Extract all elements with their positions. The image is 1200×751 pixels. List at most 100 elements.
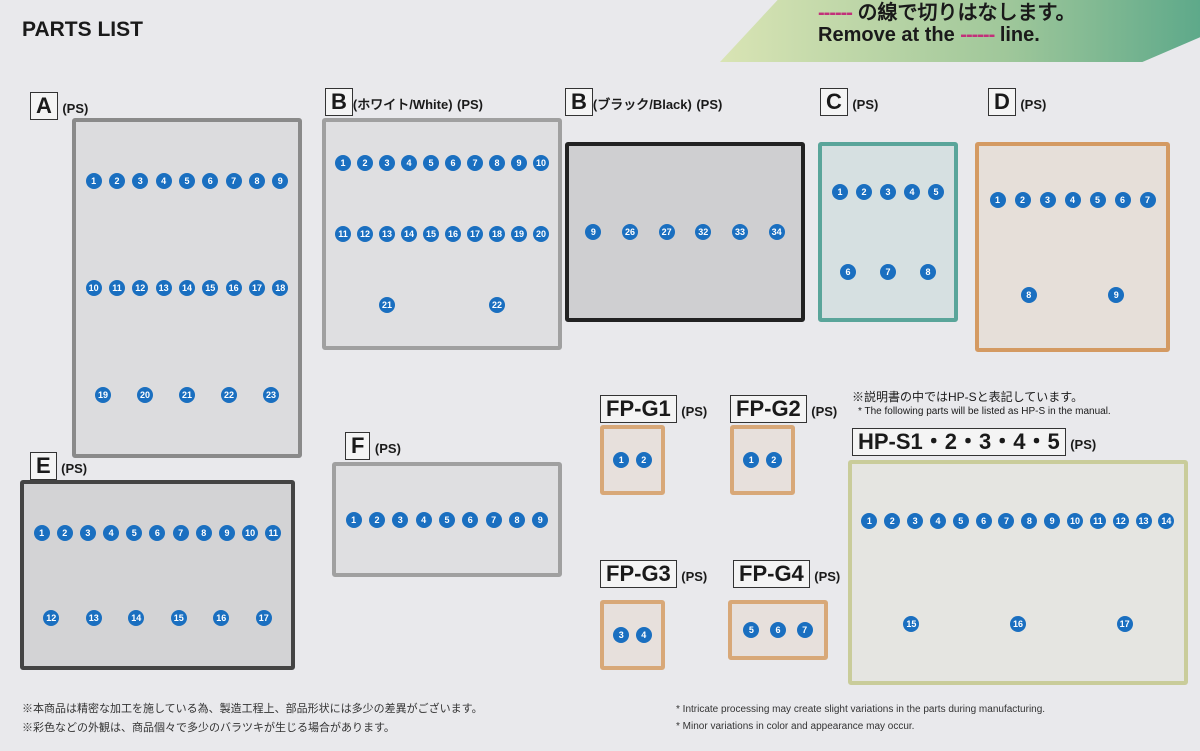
part-number: 13 bbox=[1135, 513, 1152, 530]
part-number: 4 bbox=[401, 155, 417, 172]
part-number: 1 bbox=[335, 155, 351, 172]
part-number: 4 bbox=[103, 524, 120, 541]
part-number: 6 bbox=[840, 264, 856, 280]
part-number: 21 bbox=[179, 386, 195, 403]
material-label: (PS) bbox=[1070, 437, 1097, 452]
part-number: 3 bbox=[613, 627, 630, 643]
part-number: 1 bbox=[989, 191, 1006, 208]
part-number: 5 bbox=[743, 622, 760, 638]
part-number: 8 bbox=[1020, 286, 1037, 303]
footer-note-jp-1: ※本商品は精密な加工を施している為、製造工程上、部品形状には多少の差異がございま… bbox=[22, 703, 483, 715]
part-number: 2 bbox=[1014, 191, 1031, 208]
sprue-label-A: A (PS) bbox=[30, 92, 88, 120]
part-number: 2 bbox=[856, 184, 872, 200]
part-number: 1 bbox=[861, 513, 878, 530]
part-number: 7 bbox=[172, 524, 189, 541]
part-number: 16 bbox=[1009, 615, 1026, 632]
sprue-label-F: F (PS) bbox=[345, 432, 401, 460]
part-number: 2 bbox=[884, 513, 901, 530]
footer-note-en-1: * Intricate processing may create slight… bbox=[676, 704, 1046, 715]
part-number: 14 bbox=[401, 225, 417, 242]
part-number: 15 bbox=[423, 225, 439, 242]
sprue-letter: A bbox=[30, 92, 58, 120]
part-number: 32 bbox=[695, 224, 712, 240]
part-number: 8 bbox=[1021, 513, 1038, 530]
material-label: (PS) bbox=[457, 97, 483, 112]
part-number: 2 bbox=[368, 511, 385, 528]
material-label: (PS) bbox=[852, 97, 879, 112]
part-number: 7 bbox=[485, 511, 502, 528]
part-number: 17 bbox=[255, 609, 272, 626]
material-label: (PS) bbox=[374, 441, 401, 456]
sprue-label-D: D (PS) bbox=[988, 88, 1046, 116]
material-label: (PS) bbox=[814, 569, 841, 584]
sprue-label-FP-G4: FP-G4 (PS) bbox=[733, 560, 840, 588]
material-label: (PS) bbox=[62, 101, 89, 116]
part-number: 9 bbox=[272, 173, 289, 190]
part-number: 2 bbox=[635, 452, 652, 468]
part-number: 19 bbox=[95, 386, 111, 403]
part-number: 4 bbox=[635, 627, 652, 643]
part-number: 10 bbox=[1067, 513, 1084, 530]
part-number: 1 bbox=[832, 184, 848, 200]
part-number: 6 bbox=[202, 173, 219, 190]
part-number: 3 bbox=[132, 173, 149, 190]
sprue-color-label: (ブラック/Black) bbox=[592, 97, 692, 112]
part-number: 3 bbox=[880, 184, 896, 200]
part-number: 34 bbox=[768, 224, 785, 240]
material-label: (PS) bbox=[681, 404, 708, 419]
part-number: 5 bbox=[928, 184, 944, 200]
part-number: 2 bbox=[108, 173, 125, 190]
sprue-label-C: C (PS) bbox=[820, 88, 878, 116]
part-number: 13 bbox=[155, 279, 172, 296]
part-number: 9 bbox=[511, 155, 527, 172]
part-number: 17 bbox=[467, 225, 483, 242]
part-number: 14 bbox=[128, 609, 145, 626]
part-number: 14 bbox=[178, 279, 195, 296]
part-number: 6 bbox=[149, 524, 166, 541]
part-number: 7 bbox=[1139, 191, 1156, 208]
part-number: 1 bbox=[613, 452, 630, 468]
part-number: 16 bbox=[225, 279, 242, 296]
part-number: 6 bbox=[769, 622, 786, 638]
part-number: 16 bbox=[213, 609, 230, 626]
part-number: 14 bbox=[1158, 513, 1175, 530]
sprue-color-label: (ホワイト/White) bbox=[352, 97, 453, 112]
sprue-label-E: E (PS) bbox=[30, 452, 87, 480]
part-number: 9 bbox=[218, 524, 235, 541]
part-number: 3 bbox=[392, 511, 409, 528]
part-number: 13 bbox=[85, 609, 102, 626]
sprue-label-HP-S: HP-S1・2・3・4・5 (PS) bbox=[852, 428, 1096, 456]
part-number: 26 bbox=[621, 224, 638, 240]
part-number: 6 bbox=[975, 513, 992, 530]
part-number: 4 bbox=[904, 184, 920, 200]
part-number: 9 bbox=[1108, 286, 1125, 303]
sprue-letter: B bbox=[325, 88, 353, 116]
sprue-letter: FP-G3 bbox=[600, 560, 677, 588]
part-number: 11 bbox=[108, 279, 125, 296]
hps-note-en: * The following parts will be listed as … bbox=[858, 406, 1111, 417]
part-number: 6 bbox=[445, 155, 461, 172]
part-number: 12 bbox=[1112, 513, 1129, 530]
material-label: (PS) bbox=[1020, 97, 1047, 112]
part-number: 2 bbox=[56, 524, 73, 541]
part-number: 33 bbox=[731, 224, 748, 240]
part-number: 1 bbox=[743, 452, 760, 468]
part-number: 22 bbox=[221, 386, 237, 403]
cut-line-sample: ------ bbox=[818, 2, 853, 24]
part-number: 7 bbox=[998, 513, 1015, 530]
part-number: 8 bbox=[248, 173, 265, 190]
part-number: 20 bbox=[137, 386, 153, 403]
part-number: 9 bbox=[532, 511, 549, 528]
sprue-letter: HP-S1・2・3・4・5 bbox=[852, 428, 1066, 456]
part-number: 3 bbox=[79, 524, 96, 541]
material-label: (PS) bbox=[696, 97, 723, 112]
part-number: 5 bbox=[438, 511, 455, 528]
part-number: 12 bbox=[357, 225, 373, 242]
